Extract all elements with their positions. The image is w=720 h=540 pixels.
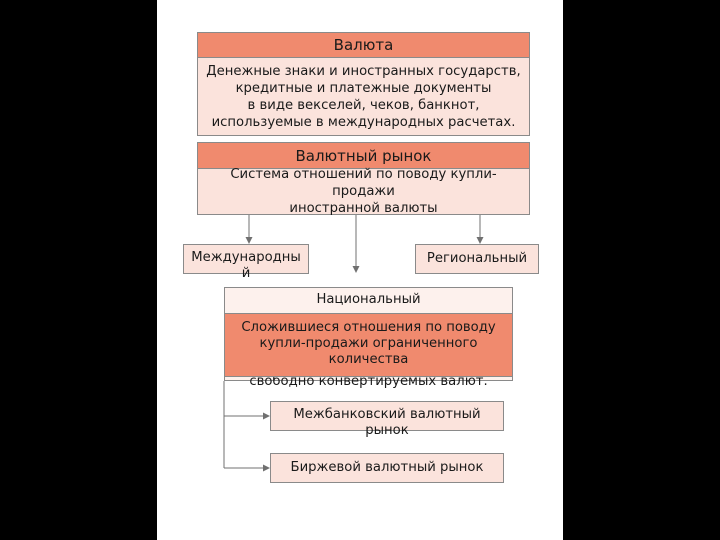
currency-title: Валюта bbox=[333, 36, 394, 54]
connector-lines bbox=[223, 215, 484, 472]
international-line-1: Международны bbox=[191, 250, 301, 265]
regional-market-box: Региональный bbox=[415, 244, 539, 274]
national-line-3: количества bbox=[328, 352, 409, 367]
international-line-2: й bbox=[241, 266, 251, 281]
interbank-line-2: рынок bbox=[365, 423, 409, 438]
exchange-label: Биржевой валютный рынок bbox=[290, 460, 484, 475]
currency-description-box: Денежные знаки и иностранных государств,… bbox=[197, 57, 530, 136]
national-title: Национальный bbox=[316, 292, 421, 307]
currency-line-2: кредитные и платежные документы bbox=[235, 80, 492, 96]
interbank-line-1: Межбанковский валютный bbox=[293, 407, 481, 422]
interbank-market-box: Межбанковский валютный рынок bbox=[270, 401, 504, 438]
national-line-2: купли-продажи ограниченного bbox=[259, 336, 478, 351]
slide: Валюта Денежные знаки и иностранных госу… bbox=[157, 0, 563, 540]
currency-title-box: Валюта bbox=[197, 32, 530, 58]
market-line-2: иностранной валюты bbox=[289, 201, 438, 216]
national-overflow-text: свободно конвертируемых валют. bbox=[249, 374, 488, 389]
national-description-box: Сложившиеся отношения по поводу купли-пр… bbox=[224, 313, 513, 377]
regional-label: Региональный bbox=[426, 251, 528, 266]
currency-line-1: Денежные знаки и иностранных государств, bbox=[206, 63, 521, 79]
market-title-box: Валютный рынок bbox=[197, 142, 530, 169]
currency-line-3: в виде векселей, чеков, банкнот, bbox=[247, 97, 480, 113]
national-line-1: Сложившиеся отношения по поводу bbox=[241, 320, 496, 335]
market-description-box: Система отношений по поводу купли-продаж… bbox=[197, 167, 530, 216]
market-line-1: Система отношений по поводу купли-продаж… bbox=[230, 167, 497, 199]
market-title: Валютный рынок bbox=[295, 146, 432, 165]
exchange-market-box: Биржевой валютный рынок bbox=[270, 453, 504, 483]
currency-line-4: используемые в международных расчетах. bbox=[211, 114, 516, 130]
international-market-box: Международны й bbox=[183, 244, 309, 281]
